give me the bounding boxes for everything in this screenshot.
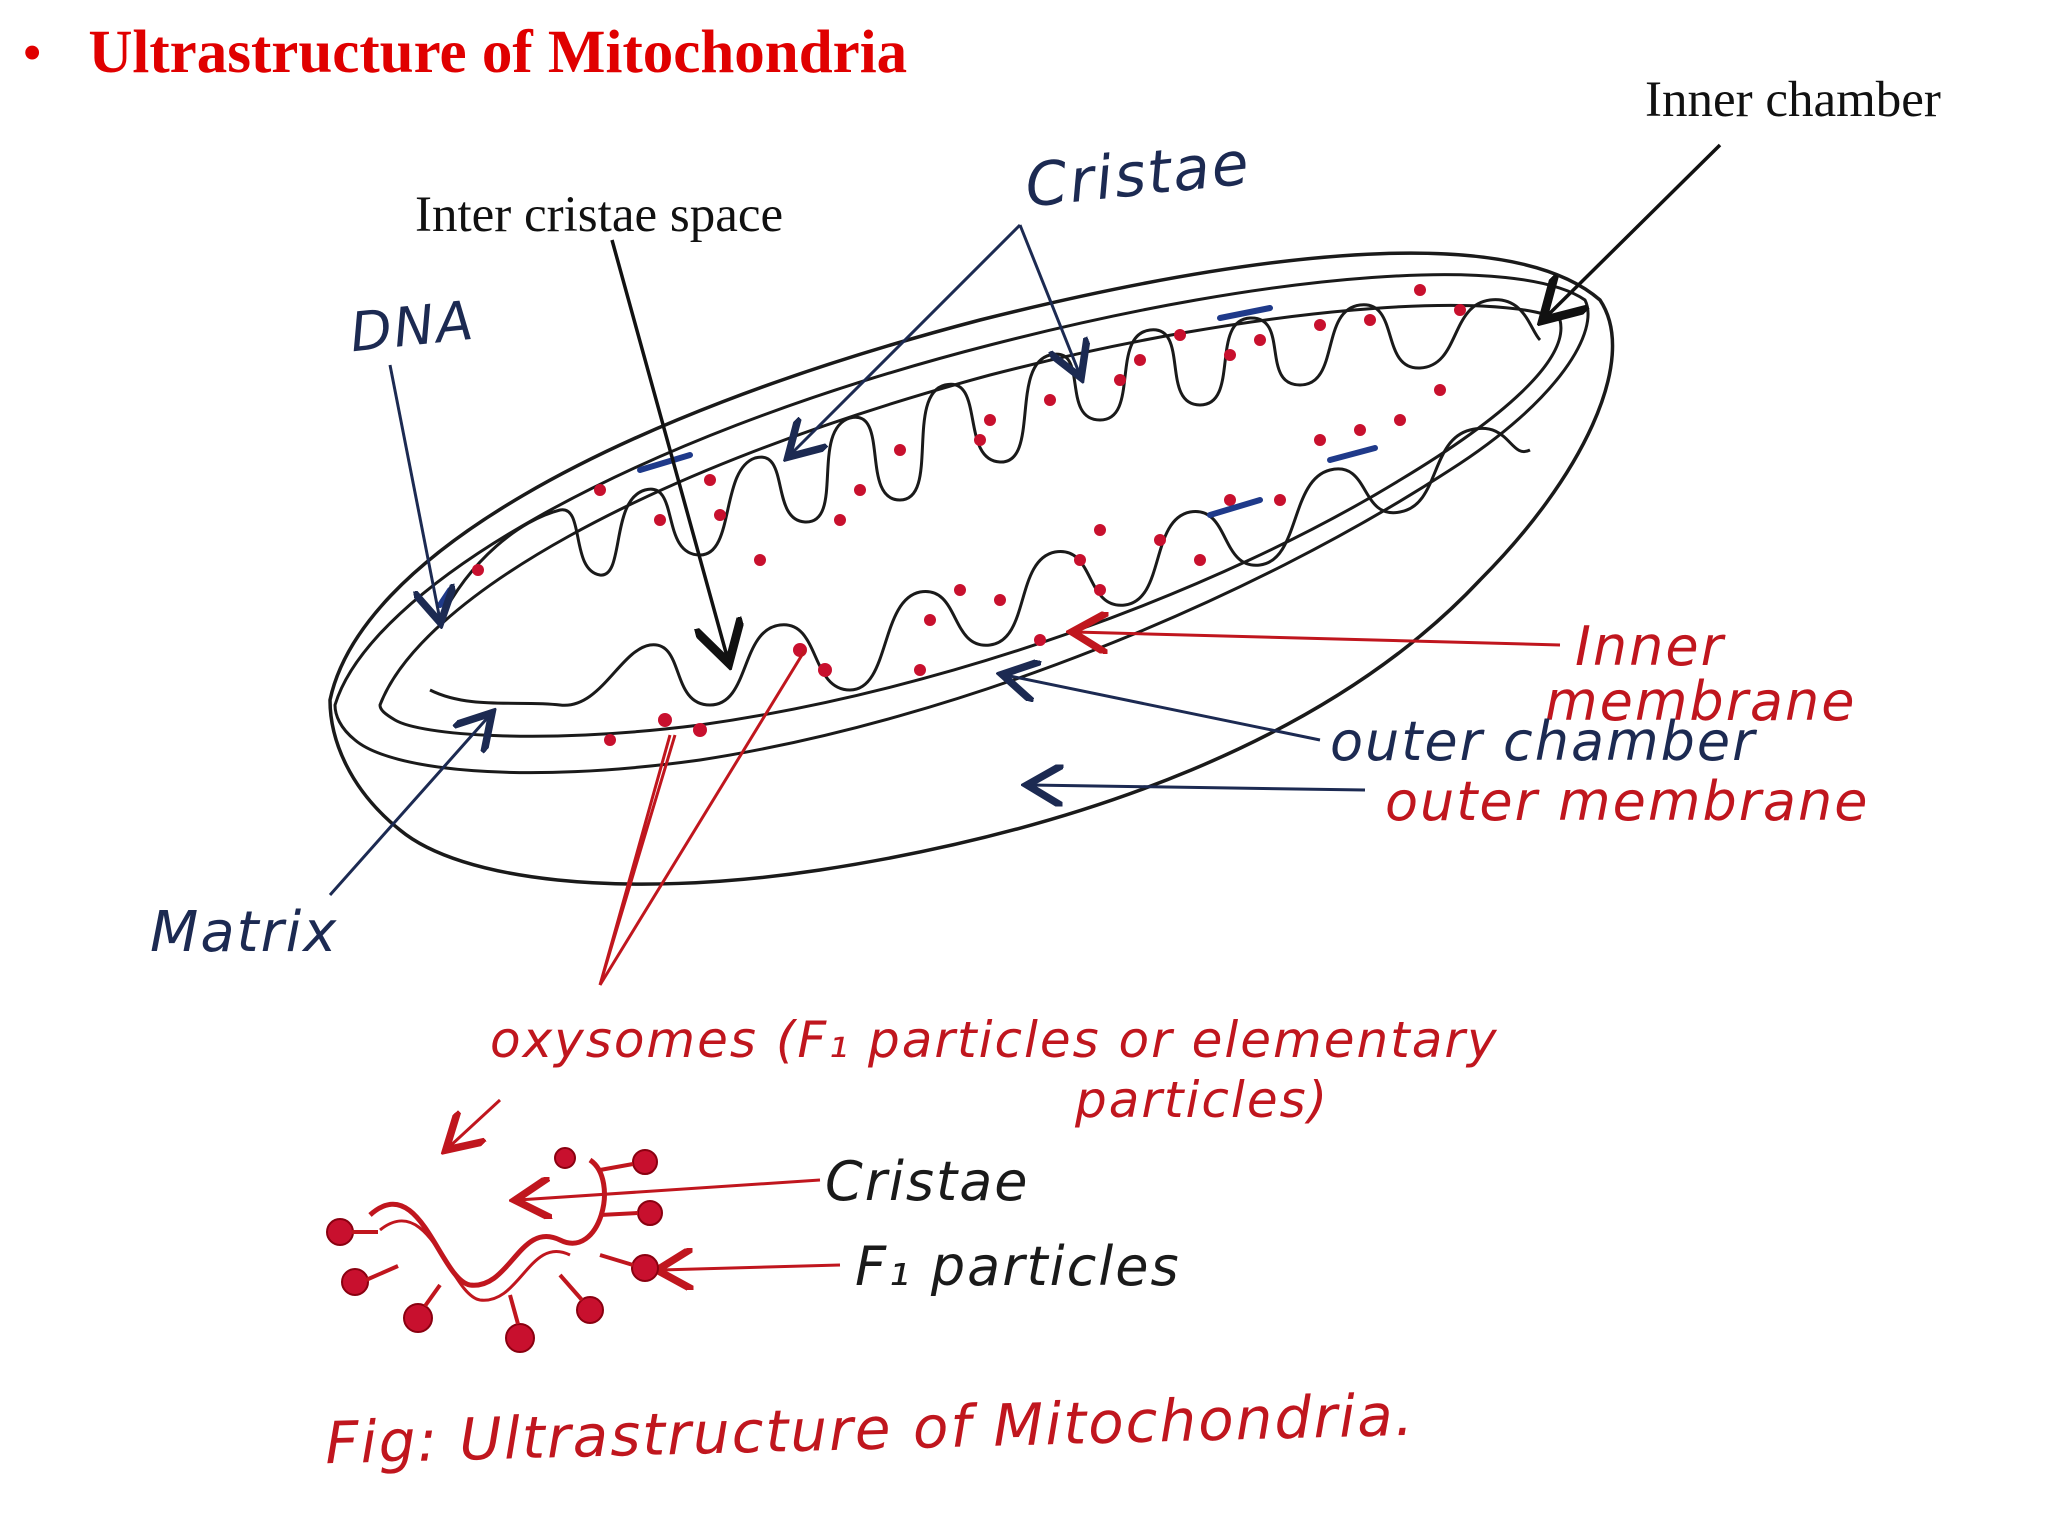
outer-membrane-rim bbox=[333, 273, 1590, 775]
inner-membrane-outline bbox=[378, 303, 1563, 738]
oxysome-particles bbox=[472, 284, 1466, 746]
label-matrix: Matrix bbox=[150, 900, 339, 965]
label-oxysomes-2: particles) bbox=[1075, 1071, 1330, 1129]
label-inner-membrane-2: membrane bbox=[1545, 670, 1857, 733]
label-inner-membrane-1: Inner bbox=[1575, 615, 1725, 678]
label-dna: DNA bbox=[346, 288, 478, 365]
cristae-detail-illustration bbox=[326, 1147, 663, 1353]
slide-title-row: • Ultrastructure of Mitochondria bbox=[22, 22, 907, 83]
label-f1-particles: F₁ particles bbox=[855, 1235, 1181, 1298]
slide-title: Ultrastructure of Mitochondria bbox=[88, 19, 908, 86]
annotation-arrows-red bbox=[448, 632, 1561, 1270]
cristae-folds-top bbox=[438, 298, 1542, 621]
bullet-marker: • bbox=[22, 19, 43, 85]
label-oxysomes-1: oxysomes (F₁ particles or elementary bbox=[490, 1011, 1499, 1069]
annotation-arrows-black bbox=[610, 143, 1722, 660]
label-outer-membrane: outer membrane bbox=[1385, 770, 1870, 833]
label-inner-chamber: Inner chamber bbox=[1645, 72, 1941, 128]
label-outer-chamber: outer chamber bbox=[1330, 710, 1757, 773]
annotation-arrows-navy bbox=[328, 223, 1366, 896]
outer-membrane-outline bbox=[328, 251, 1615, 886]
label-cristae-detail: Cristae bbox=[825, 1150, 1030, 1213]
cristae-folds-bottom bbox=[429, 426, 1531, 707]
label-inter-cristae-space: Inter cristae space bbox=[415, 187, 784, 243]
